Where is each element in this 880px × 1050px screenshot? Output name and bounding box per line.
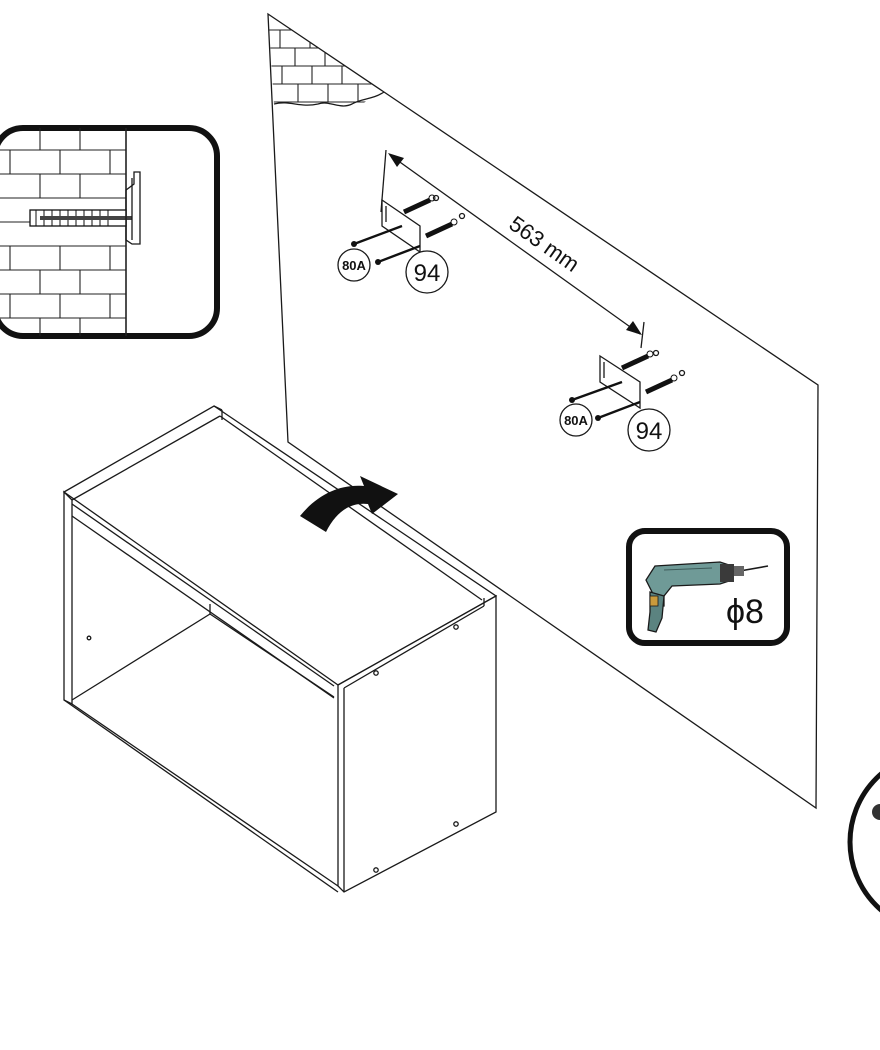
drill-bit-size-label: ϕ8	[726, 593, 764, 631]
screw-icon	[351, 224, 421, 265]
cabinet-right-panel	[337, 594, 497, 893]
drill-icon	[645, 561, 769, 633]
screw-code-label: 80A	[342, 258, 366, 273]
cabinet-left-panel	[63, 490, 73, 706]
cabinet-screw-holes	[86, 624, 459, 873]
plug-code-label: 94	[414, 260, 441, 287]
rotate-arrow-icon	[300, 476, 398, 532]
screw-icon	[569, 380, 641, 421]
wall-plug-icon	[620, 349, 686, 395]
dimension-arrow-left-icon	[388, 153, 404, 167]
wall-plug-icon	[29, 209, 132, 227]
screw-code-label: 80A	[564, 413, 588, 428]
dimension-arrow-right-icon	[626, 321, 642, 335]
plug-code-label: 94	[636, 418, 663, 445]
drill-inset: ϕ8	[626, 528, 790, 646]
cabinet	[62, 405, 498, 893]
wall-plug-icon	[402, 194, 466, 239]
wall-bracket-left: 80A 94	[337, 194, 466, 294]
brick-wall-detail-icon	[0, 125, 220, 339]
detail-circle-partial	[847, 771, 880, 913]
wall-bracket-icon	[125, 171, 141, 245]
wall-bracket-right: 80A 94	[559, 349, 686, 452]
